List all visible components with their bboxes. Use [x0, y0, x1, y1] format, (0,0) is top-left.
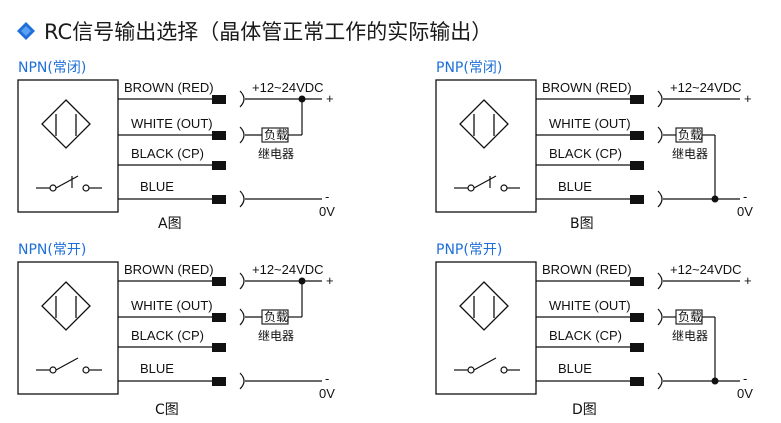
wire-label-white: WHITE (OUT)	[549, 298, 631, 313]
connector-arcs	[239, 90, 245, 208]
junction-dot	[711, 195, 719, 203]
panel-caption: D图	[572, 402, 597, 418]
wire-label-blue: BLUE	[558, 179, 592, 194]
switch-no-icon	[454, 357, 520, 374]
load-label: 负载	[678, 310, 702, 324]
load-label: 负载	[264, 128, 288, 142]
load-label: 负载	[678, 128, 702, 142]
panel-caption: A图	[158, 216, 182, 232]
sensor-coil-icon	[459, 281, 509, 331]
panel-c: NPN(常开) BROWN (RED) WHITE (OUT)	[17, 242, 335, 418]
connector-arcs	[239, 272, 245, 390]
switch-nc-icon	[36, 175, 102, 192]
sensor-box	[17, 261, 119, 395]
plus-label: +	[744, 91, 752, 106]
minus-label: -	[325, 189, 329, 204]
zero-volt-label: 0V	[737, 204, 753, 219]
wire-label-black: BLACK (CP)	[131, 328, 204, 343]
zero-volt-label: 0V	[319, 386, 335, 401]
minus-label: -	[743, 371, 747, 386]
junction-dot	[298, 277, 306, 285]
wire-label-black: BLACK (CP)	[549, 328, 622, 343]
relay-label: 继电器	[258, 329, 294, 343]
sensor-coil-icon	[41, 281, 91, 331]
wire-label-brown: BROWN (RED)	[542, 262, 632, 277]
plus-label: +	[326, 273, 334, 288]
switch-no-icon	[36, 357, 102, 374]
panel-title: PNP(常开)	[436, 242, 502, 258]
zero-volt-label: 0V	[319, 204, 335, 219]
terminal-blocks	[630, 277, 644, 386]
wire-label-blue: BLUE	[558, 361, 592, 376]
relay-label: 继电器	[672, 147, 708, 161]
panel-caption: B图	[570, 216, 594, 232]
wire-label-brown: BROWN (RED)	[542, 80, 632, 95]
switch-nc-icon	[454, 175, 520, 192]
terminal-blocks	[212, 95, 226, 204]
voltage-label: +12~24VDC	[252, 80, 324, 95]
relay-label: 继电器	[672, 329, 708, 343]
voltage-label: +12~24VDC	[670, 262, 742, 277]
wire-label-black: BLACK (CP)	[549, 146, 622, 161]
page-title: RC信号输出选择（晶体管正常工作的实际输出）	[44, 20, 493, 44]
panel-caption: C图	[155, 402, 179, 418]
panel-title: PNP(常闭)	[436, 60, 502, 76]
panel-a: NPN(常闭) BROWN (RED)	[17, 60, 335, 232]
terminal-blocks	[212, 277, 226, 386]
panel-d: PNP(常开) BROWN (RED) WHITE (OUT)	[435, 242, 753, 418]
connector-arcs	[657, 90, 663, 208]
junction-dot	[298, 95, 306, 103]
wire-label-blue: BLUE	[140, 361, 174, 376]
relay-label: 继电器	[258, 147, 294, 161]
sensor-coil-icon	[459, 99, 509, 149]
wire-label-white: WHITE (OUT)	[549, 116, 631, 131]
panel-title: NPN(常闭)	[18, 60, 86, 76]
wire-label-blue: BLUE	[140, 179, 174, 194]
voltage-label: +12~24VDC	[670, 80, 742, 95]
sensor-coil-icon	[41, 99, 91, 149]
minus-label: -	[743, 189, 747, 204]
voltage-label: +12~24VDC	[252, 262, 324, 277]
junction-dot	[711, 377, 719, 385]
wire-label-brown: BROWN (RED)	[124, 262, 214, 277]
plus-label: +	[326, 91, 334, 106]
panel-b: PNP(常闭) BROWN (RED) WHITE (O	[435, 60, 753, 232]
terminal-blocks	[630, 95, 644, 204]
load-box	[261, 309, 289, 325]
panel-title: NPN(常开)	[18, 242, 86, 258]
load-box	[675, 127, 703, 143]
wire-label-white: WHITE (OUT)	[131, 116, 213, 131]
plus-label: +	[744, 273, 752, 288]
load-label: 负载	[264, 310, 288, 324]
header: RC信号输出选择（晶体管正常工作的实际输出）	[16, 14, 492, 48]
wire-label-white: WHITE (OUT)	[131, 298, 213, 313]
blue-diamond-icon	[17, 22, 35, 40]
sensor-box	[435, 79, 537, 213]
minus-label: -	[325, 371, 329, 386]
wire-label-brown: BROWN (RED)	[124, 80, 214, 95]
load-box	[675, 309, 703, 325]
load-box	[261, 127, 289, 143]
sensor-box	[17, 79, 119, 213]
wire-label-black: BLACK (CP)	[131, 146, 204, 161]
connector-arcs	[657, 272, 663, 390]
zero-volt-label: 0V	[737, 386, 753, 401]
sensor-box	[435, 261, 537, 395]
